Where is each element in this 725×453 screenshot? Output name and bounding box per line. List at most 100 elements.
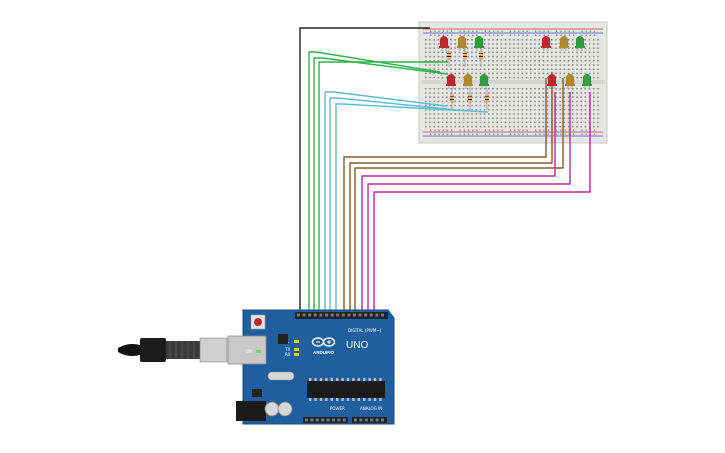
breadboard-hole: [563, 117, 566, 119]
breadboard-hole: [597, 39, 599, 41]
breadboard-hole: [567, 88, 570, 90]
breadboard-hole: [492, 100, 494, 103]
breadboard-hole: [488, 47, 490, 49]
breadboard-hole: [450, 117, 452, 119]
rail-hole: [556, 34, 558, 36]
breadboard-hole: [454, 64, 456, 66]
breadboard-hole: [521, 47, 524, 49]
breadboard-hole: [446, 68, 448, 70]
breadboard-hole: [437, 92, 440, 94]
breadboard-hole: [488, 76, 490, 79]
breadboard-hole: [454, 39, 456, 41]
breadboard-hole: [496, 100, 498, 103]
breadboard-hole: [534, 55, 536, 58]
breadboard-hole: [433, 96, 435, 98]
breadboard-hole: [513, 64, 515, 66]
breadboard-hole: [450, 60, 452, 62]
led-label-rx: RX: [285, 352, 291, 357]
breadboard-hole: [572, 125, 574, 128]
breadboard-hole: [546, 109, 549, 111]
rail-hole: [501, 34, 503, 36]
rail-hole: [430, 30, 432, 32]
breadboard-hole: [513, 60, 515, 62]
rail-hole: [451, 129, 453, 131]
header-pin: [310, 418, 314, 422]
capacitor-2: [277, 401, 293, 417]
header-pin: [364, 418, 368, 422]
breadboard-hole: [555, 100, 557, 103]
breadboard-hole: [433, 92, 435, 94]
rail-hole: [593, 129, 596, 131]
breadboard-hole: [458, 104, 461, 107]
arduino-uno-board[interactable]: ARDUINO UNO DIGITAL (PWM~) L TX RX ON PO…: [227, 309, 395, 425]
breadboard-hole: [433, 60, 435, 62]
breadboard-hole: [530, 60, 532, 62]
breadboard-hole: [563, 109, 566, 111]
breadboard-hole: [517, 43, 519, 45]
breadboard-hole: [555, 88, 557, 90]
breadboard-hole: [492, 125, 494, 128]
breadboard-hole: [546, 92, 549, 94]
breadboard-hole: [542, 92, 545, 94]
wire-cyan-2: [329, 97, 457, 312]
breadboard-hole: [446, 88, 448, 90]
breadboard-hole: [580, 96, 582, 98]
breadboard-hole: [538, 104, 540, 107]
breadboard-hole: [542, 100, 545, 103]
breadboard-hole: [441, 64, 444, 66]
breadboard-hole: [429, 72, 431, 75]
breadboard-hole: [509, 92, 511, 94]
breadboard-hole: [513, 43, 515, 45]
breadboard-hole: [446, 60, 448, 62]
rail-hole: [493, 30, 495, 32]
breadboard-hole: [513, 55, 515, 58]
breadboard-hole: [525, 125, 528, 128]
breadboard-hole: [450, 88, 452, 90]
breadboard-hole: [593, 113, 595, 115]
breadboard-hole: [467, 47, 469, 49]
breadboard-hole: [479, 104, 482, 107]
breadboard-hole: [504, 96, 507, 98]
rail-hole: [581, 30, 583, 32]
breadboard[interactable]: [418, 21, 608, 144]
wire-cyan-3: [335, 103, 489, 312]
breadboard-hole: [450, 125, 452, 128]
rail-hole: [539, 133, 541, 135]
reset-button-cap[interactable]: [254, 318, 262, 326]
breadboard-hole: [496, 125, 498, 128]
breadboard-hole: [454, 121, 456, 124]
chip-pin: [319, 378, 323, 381]
breadboard-hole: [471, 113, 473, 115]
breadboard-hole: [542, 51, 545, 54]
breadboard-hole: [572, 100, 574, 103]
chip-pin: [379, 398, 382, 401]
breadboard-hole: [425, 39, 427, 41]
breadboard-hole: [525, 88, 528, 90]
breadboard-hole: [462, 60, 465, 62]
breadboard-hole: [483, 51, 486, 54]
breadboard-hole: [517, 72, 519, 75]
breadboard-hole: [446, 76, 448, 79]
breadboard-hole: [433, 104, 435, 107]
breadboard-hole: [584, 117, 587, 119]
breadboard-hole: [492, 51, 494, 54]
breadboard-hole: [483, 39, 486, 41]
breadboard-hole: [559, 64, 561, 66]
rail-hole: [438, 34, 440, 36]
breadboard-hole: [572, 72, 574, 75]
breadboard-hole: [467, 96, 469, 98]
breadboard-hole: [437, 96, 440, 98]
breadboard-hole: [588, 64, 591, 66]
breadboard-hole: [551, 43, 553, 45]
breadboard-hole: [534, 60, 536, 62]
breadboard-hole: [576, 76, 578, 79]
breadboard-hole: [471, 92, 473, 94]
breadboard-hole: [504, 43, 507, 45]
breadboard-hole: [509, 39, 511, 41]
breadboard-hole: [534, 39, 536, 41]
breadboard-hole: [572, 60, 574, 62]
breadboard-hole: [525, 104, 528, 107]
breadboard-hole: [584, 64, 587, 66]
breadboard-hole: [580, 109, 582, 111]
breadboard-hole: [546, 117, 549, 119]
